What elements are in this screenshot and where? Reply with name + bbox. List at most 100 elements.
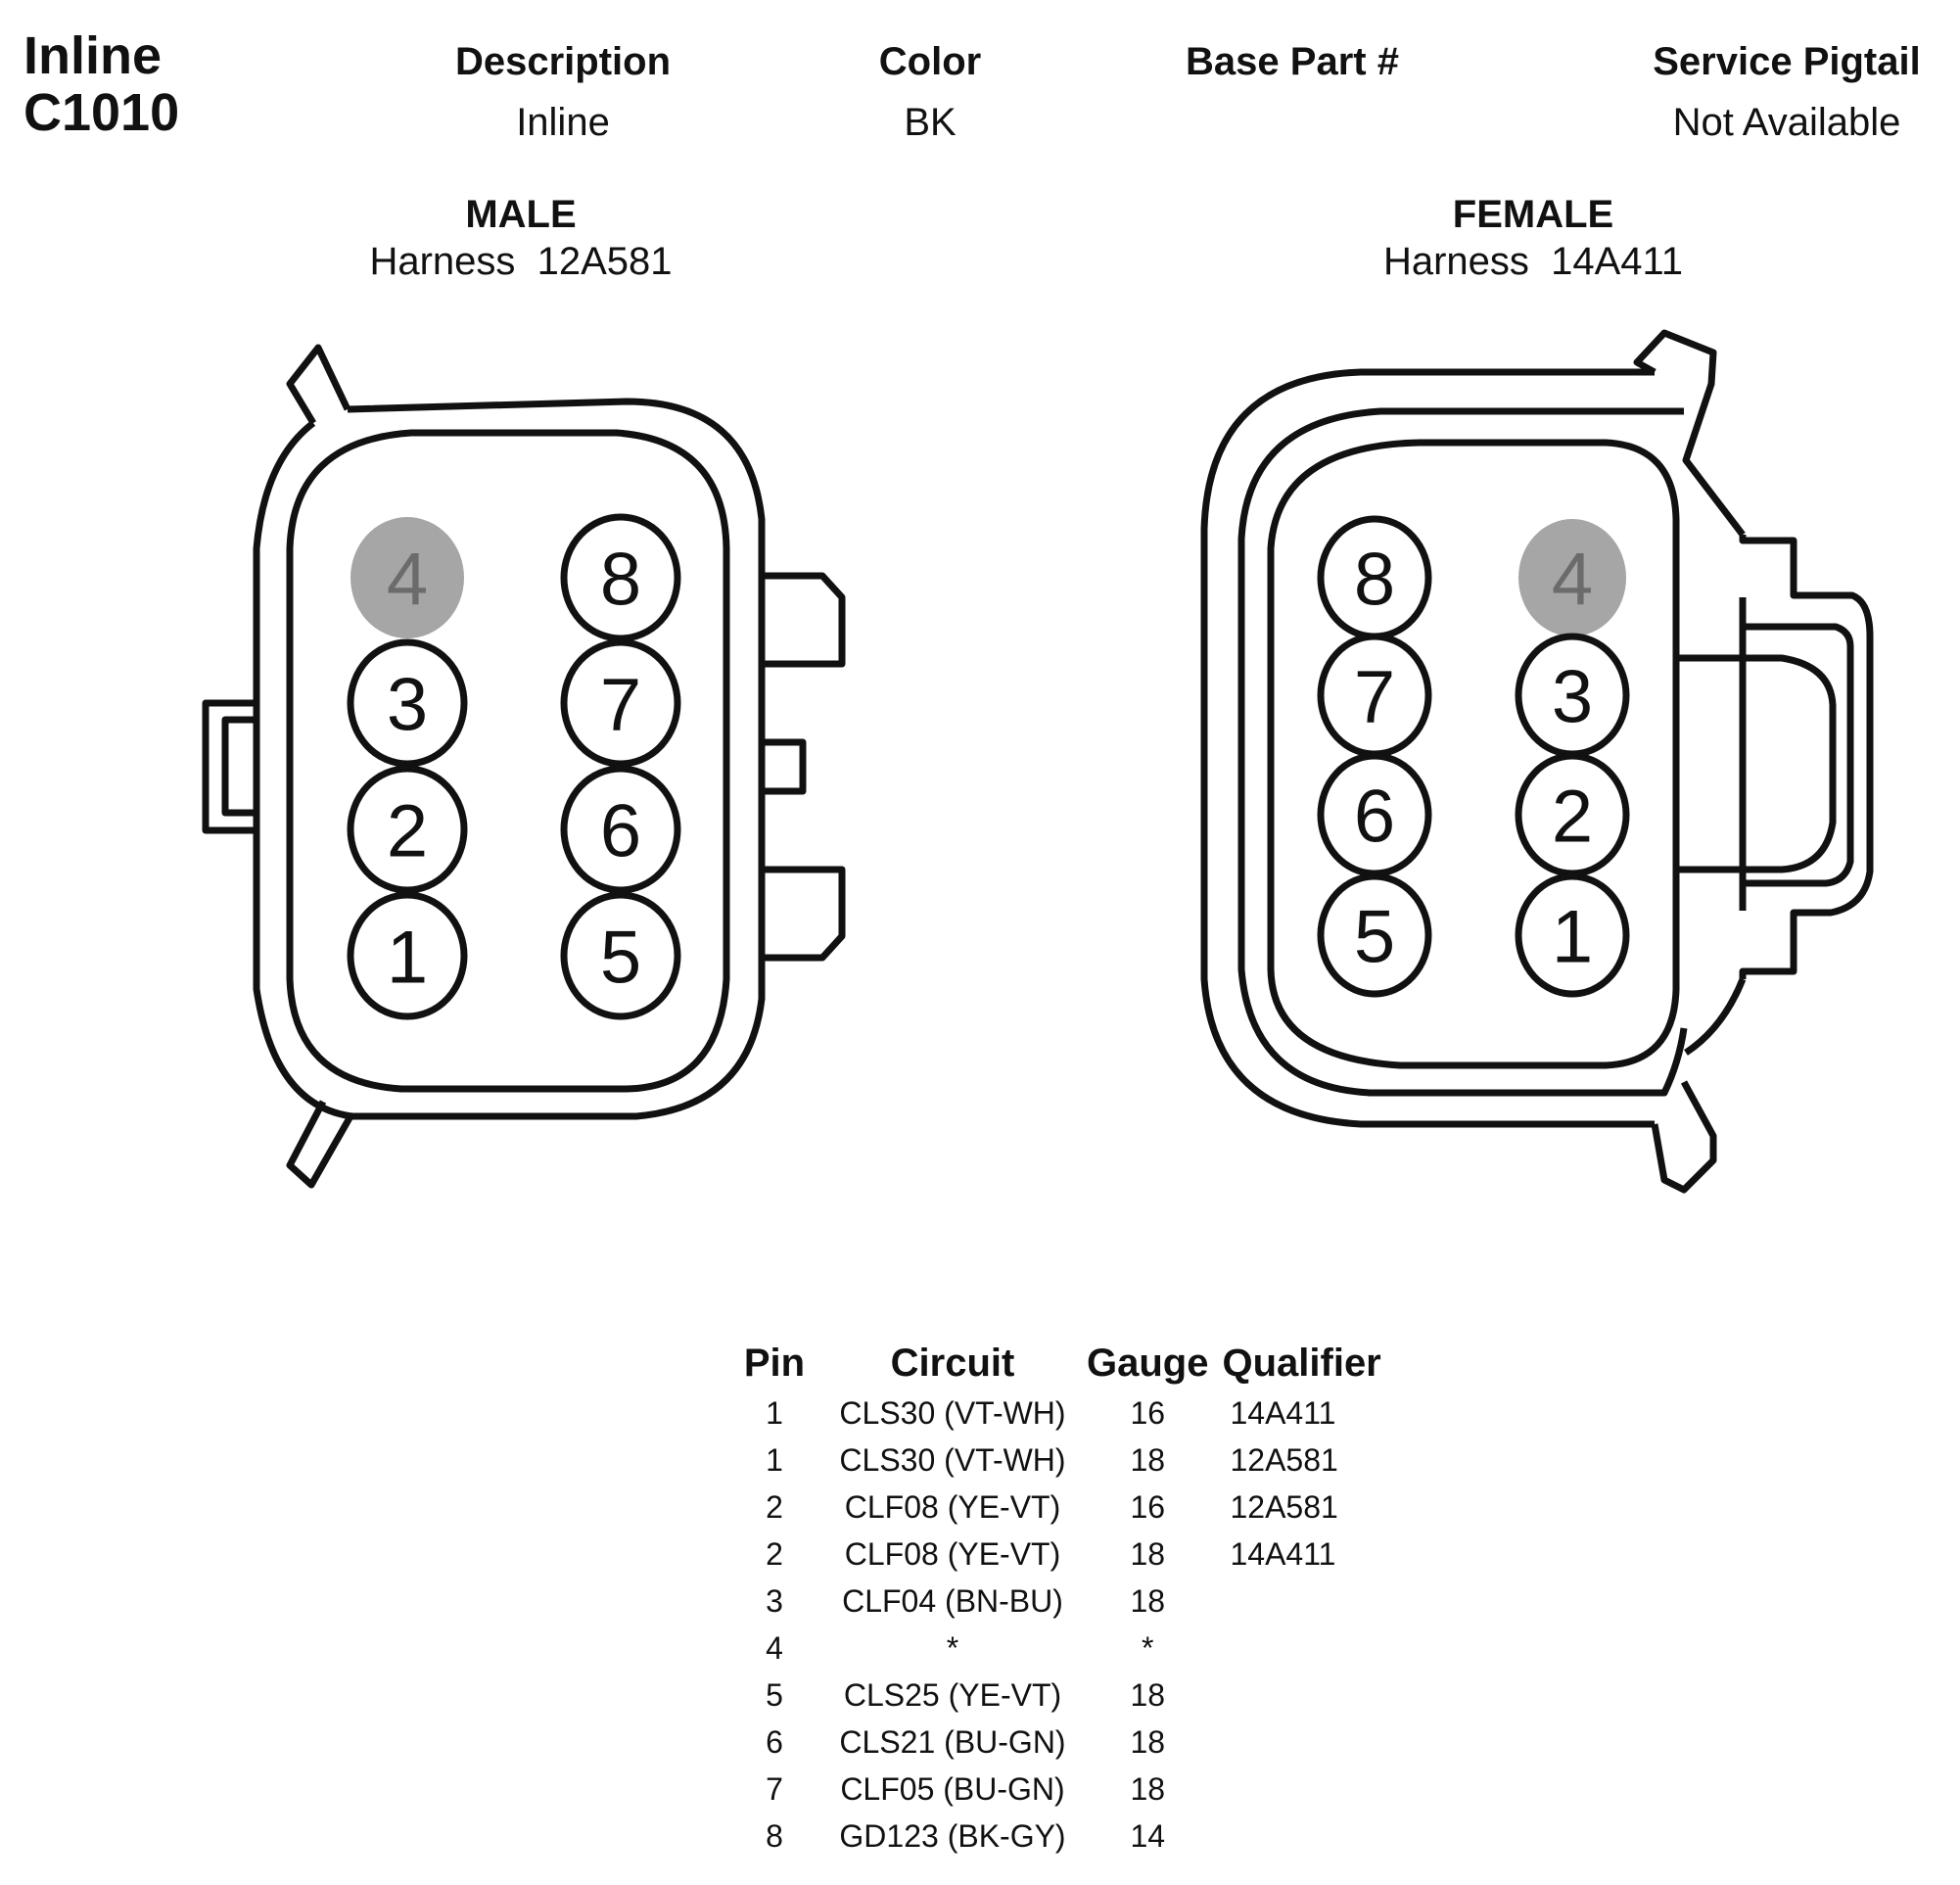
connector-id: C1010	[23, 83, 180, 142]
male-pin-cavity	[347, 891, 468, 1020]
cell-qualifier	[1214, 1672, 1404, 1719]
color-label: Color	[878, 40, 982, 83]
male-pin-label: 3	[387, 664, 428, 747]
male-pin-2: 2	[347, 765, 468, 894]
service-pigtail-value: Not Available	[1672, 101, 1901, 144]
pin-table-header: Pin Circuit Gauge Qualifier	[724, 1337, 1404, 1390]
table-row: 4 * *	[724, 1625, 1404, 1672]
cell-qualifier	[1214, 1719, 1404, 1766]
male-pin-label: 7	[600, 664, 641, 747]
service-pigtail-label: Service Pigtail	[1653, 40, 1921, 83]
male-pin-7: 7	[560, 638, 681, 768]
male-pin-cavity	[560, 638, 681, 768]
cell-gauge: 16	[1130, 1488, 1166, 1525]
header-qualifier: Qualifier	[1222, 1341, 1381, 1385]
male-pin-label: 8	[600, 539, 641, 622]
connector-title: Inline C1010	[23, 27, 179, 141]
table-row: 2 CLF08 (YE-VT) 16 12A581	[724, 1484, 1404, 1531]
female-pin-label: 3	[1552, 656, 1593, 739]
male-housing	[202, 344, 846, 1189]
female-housing	[1200, 329, 1874, 1194]
cell-gauge: 18	[1130, 1535, 1166, 1572]
header-circuit: Circuit	[890, 1341, 1015, 1385]
cell-circuit: CLF08 (YE-VT)	[844, 1488, 1061, 1525]
cell-circuit: *	[946, 1629, 959, 1666]
female-pin-3: 3	[1515, 633, 1630, 758]
male-pin-label: 2	[387, 790, 428, 873]
cell-pin: 2	[766, 1535, 783, 1572]
female-pin-label: 7	[1354, 656, 1395, 739]
base-part-label: Base Part #	[1186, 40, 1399, 83]
female-pins: 8 7 6 5 4 3 2 1	[1317, 515, 1630, 998]
female-pin-2: 2	[1515, 752, 1630, 877]
cell-circuit: CLS25 (YE-VT)	[843, 1676, 1062, 1713]
header-gauge: Gauge	[1087, 1341, 1209, 1385]
cell-circuit: CLS21 (BU-GN)	[839, 1723, 1066, 1760]
cell-gauge: 18	[1130, 1723, 1166, 1760]
female-pin-cavity	[1317, 872, 1432, 998]
cell-qualifier	[1214, 1766, 1404, 1813]
female-pin-cavity	[1515, 872, 1630, 998]
cell-qualifier: 14A411	[1230, 1535, 1336, 1572]
female-pin-label: 6	[1354, 776, 1395, 859]
cell-qualifier: 12A581	[1230, 1441, 1338, 1478]
male-pin-label: 5	[600, 917, 641, 1000]
male-pin-cavity	[560, 513, 681, 642]
female-pin-cavity	[1518, 519, 1626, 636]
table-row: 1 CLS30 (VT-WH) 16 14A411	[724, 1390, 1404, 1437]
table-row: 1 CLS30 (VT-WH) 18 12A581	[724, 1437, 1404, 1484]
cell-gauge: 14	[1130, 1817, 1166, 1854]
cell-circuit: GD123 (BK-GY)	[839, 1817, 1066, 1854]
female-title: FEMALE	[1452, 193, 1614, 236]
cell-circuit: CLF08 (YE-VT)	[844, 1535, 1061, 1572]
cell-gauge: 18	[1130, 1676, 1166, 1713]
cell-circuit: CLS30 (VT-WH)	[839, 1441, 1066, 1478]
description-label: Description	[454, 40, 672, 83]
connector-title-line1: Inline	[23, 26, 163, 85]
male-pin-3: 3	[347, 638, 468, 768]
male-pin-cavity	[560, 891, 681, 1020]
cell-pin: 1	[766, 1394, 783, 1431]
male-pin-label: 4	[387, 539, 428, 622]
male-pin-cavity	[560, 765, 681, 894]
male-pin-label: 1	[387, 917, 428, 1000]
cell-qualifier: 14A411	[1230, 1394, 1336, 1431]
cell-qualifier	[1214, 1813, 1404, 1860]
female-pin-8: 8	[1317, 515, 1432, 640]
connector-diagram: 4 3 2 1 8 7 6 5 8 7 6 5 4 3 2 1	[202, 329, 1874, 1194]
cell-qualifier	[1214, 1578, 1404, 1625]
male-pin-4: 4	[350, 517, 464, 638]
cell-pin: 1	[766, 1441, 783, 1478]
cell-circuit: CLF04 (BN-BU)	[842, 1582, 1063, 1619]
cell-qualifier: 12A581	[1230, 1488, 1338, 1525]
female-pin-label: 4	[1552, 539, 1593, 622]
female-pin-1: 1	[1515, 872, 1630, 998]
cell-gauge: *	[1142, 1629, 1154, 1666]
table-row: 3 CLF04 (BN-BU) 18	[724, 1578, 1404, 1625]
female-pin-6: 6	[1317, 752, 1432, 877]
female-pin-5: 5	[1317, 872, 1432, 998]
cell-circuit: CLS30 (VT-WH)	[839, 1394, 1066, 1431]
male-pin-1: 1	[347, 891, 468, 1020]
color-value: BK	[904, 101, 957, 144]
pin-table: Pin Circuit Gauge Qualifier 1 CLS30 (VT-…	[724, 1337, 1404, 1860]
table-row: 7 CLF05 (BU-GN) 18	[724, 1766, 1404, 1813]
male-pin-cavity	[350, 517, 464, 638]
cell-pin: 5	[766, 1676, 783, 1713]
cell-qualifier	[1214, 1625, 1404, 1672]
table-row: 6 CLS21 (BU-GN) 18	[724, 1719, 1404, 1766]
female-pin-label: 1	[1552, 896, 1593, 979]
cell-pin: 4	[766, 1629, 783, 1666]
female-pin-label: 2	[1552, 776, 1593, 859]
cell-pin: 3	[766, 1582, 783, 1619]
table-row: 5 CLS25 (YE-VT) 18	[724, 1672, 1404, 1719]
male-pin-5: 5	[560, 891, 681, 1020]
cell-pin: 6	[766, 1723, 783, 1760]
cell-gauge: 18	[1130, 1441, 1166, 1478]
cell-circuit: CLF05 (BU-GN)	[840, 1770, 1065, 1807]
cell-gauge: 16	[1130, 1394, 1166, 1431]
female-pin-label: 8	[1354, 539, 1395, 622]
cell-pin: 2	[766, 1488, 783, 1525]
male-pin-cavity	[347, 638, 468, 768]
